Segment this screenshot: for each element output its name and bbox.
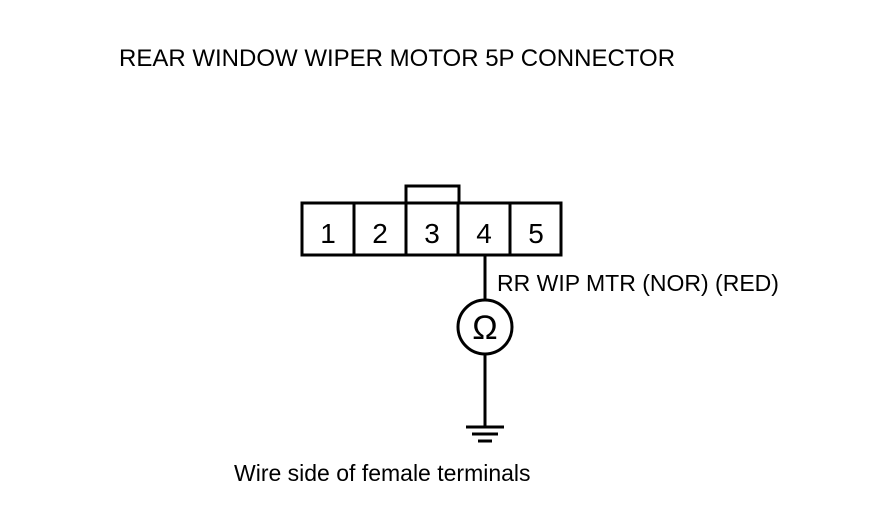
pin-2-label: 2 <box>372 218 388 249</box>
connector-body <box>300 201 563 257</box>
ohmmeter-icon: Ω <box>456 298 514 356</box>
pin-5-label: 5 <box>528 218 544 249</box>
wire-label: RR WIP MTR (NOR) (RED) <box>497 270 779 296</box>
pin-3-label: 3 <box>424 218 440 249</box>
footer-note: Wire side of female terminals <box>234 460 531 486</box>
ground-icon <box>466 425 504 443</box>
connector-latch-icon <box>404 184 461 206</box>
ohm-symbol: Ω <box>472 309 497 347</box>
pin-1-label: 1 <box>320 218 336 249</box>
connector-5p: 1 2 3 4 5 <box>300 184 563 257</box>
pin-4-label: 4 <box>476 218 492 249</box>
diagram-title: REAR WINDOW WIPER MOTOR 5P CONNECTOR <box>119 45 675 72</box>
